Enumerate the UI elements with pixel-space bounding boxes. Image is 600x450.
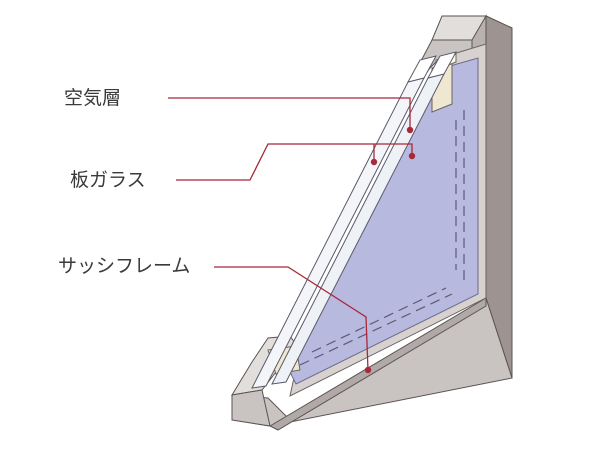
leader-dot-air-layer [406, 126, 414, 134]
leader-air-layer [168, 97, 414, 134]
leader-glass-pane [176, 143, 416, 181]
frame-bottom-inner-ledge [268, 297, 487, 431]
label-air-layer: 空気層 [64, 87, 121, 109]
leader-sash-frame [214, 266, 372, 374]
sealant-line-bottom-inner [311, 287, 447, 353]
leader-dot-glass-pane-outer [370, 158, 378, 166]
label-glass-pane: 板ガラス [70, 169, 146, 191]
sealant-lines [299, 110, 465, 366]
label-sash-frame: サッシフレーム [58, 255, 190, 277]
leader-line-air-layer [168, 97, 411, 130]
sealant-line-bottom [299, 293, 453, 366]
leader-line-sash-frame [214, 266, 369, 371]
glass-pane-outer-edge [407, 55, 437, 83]
glass-pane-inner-edge [427, 51, 457, 79]
leader-dot-sash-frame [364, 366, 372, 374]
leader-dot-glass-pane-inner [408, 152, 416, 160]
frame-bottom-left-front [231, 389, 271, 427]
leader-line-glass-pane [176, 143, 413, 181]
